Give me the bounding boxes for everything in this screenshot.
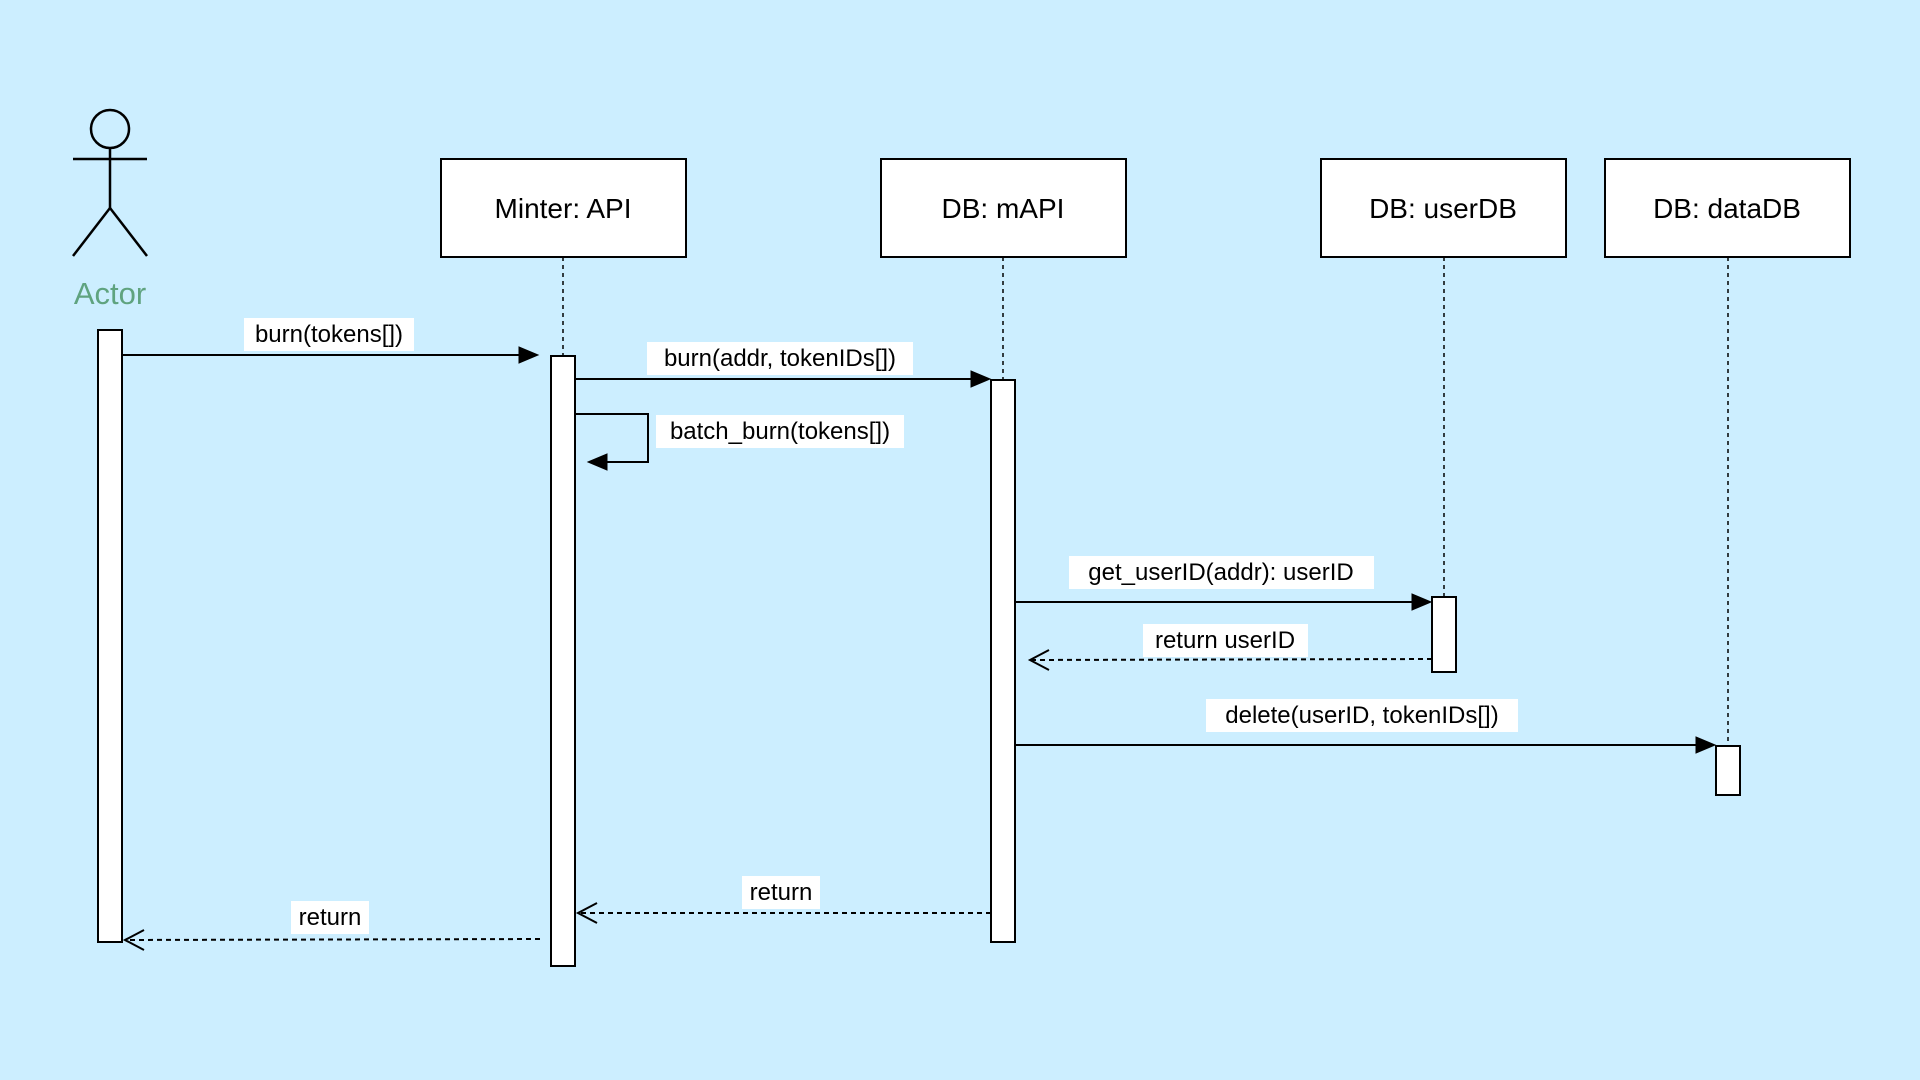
participant-userdb-label: DB: userDB [1369,193,1517,224]
message-burn-addr-tokenids: burn(addr, tokenIDs[]) [575,342,992,388]
participant-db-datadb: DB: dataDB [1604,158,1851,258]
activation-minter [550,355,576,967]
activation-mapi [990,379,1016,943]
message-delete-label: delete(userID, tokenIDs[]) [1225,702,1498,729]
message-burn-addr-label: burn(addr, tokenIDs[]) [664,345,896,372]
participant-datadb-label: DB: dataDB [1653,193,1801,224]
message-get-userid-label: get_userID(addr): userID [1088,559,1353,586]
participant-minter-api: Minter: API [440,158,687,258]
message-get-userid: get_userID(addr): userID [1015,556,1433,611]
actor-icon [72,108,148,257]
activation-userdb [1431,596,1457,673]
message-batch-burn: batch_burn(tokens[]) [575,413,904,471]
message-batch-burn-label: batch_burn(tokens[]) [670,418,890,445]
message-return-userid: return userID [1027,624,1433,671]
message-return-to-minter-label: return [750,879,813,906]
activation-datadb [1715,745,1741,796]
participant-minter-label: Minter: API [495,193,632,224]
message-burn-tokens: burn(tokens[]) [122,318,540,364]
message-return-to-minter: return [575,876,991,924]
message-return-to-actor: return [122,901,541,951]
actor-label: Actor [74,276,146,311]
message-return-userid-label: return userID [1155,627,1295,654]
message-delete: delete(userID, tokenIDs[]) [1015,699,1717,754]
participant-mapi-label: DB: mAPI [942,193,1065,224]
activation-actor [97,329,123,943]
message-return-to-actor-label: return [299,904,362,931]
participant-db-mapi: DB: mAPI [880,158,1127,258]
message-burn-tokens-label: burn(tokens[]) [255,321,403,348]
participant-db-userdb: DB: userDB [1320,158,1567,258]
